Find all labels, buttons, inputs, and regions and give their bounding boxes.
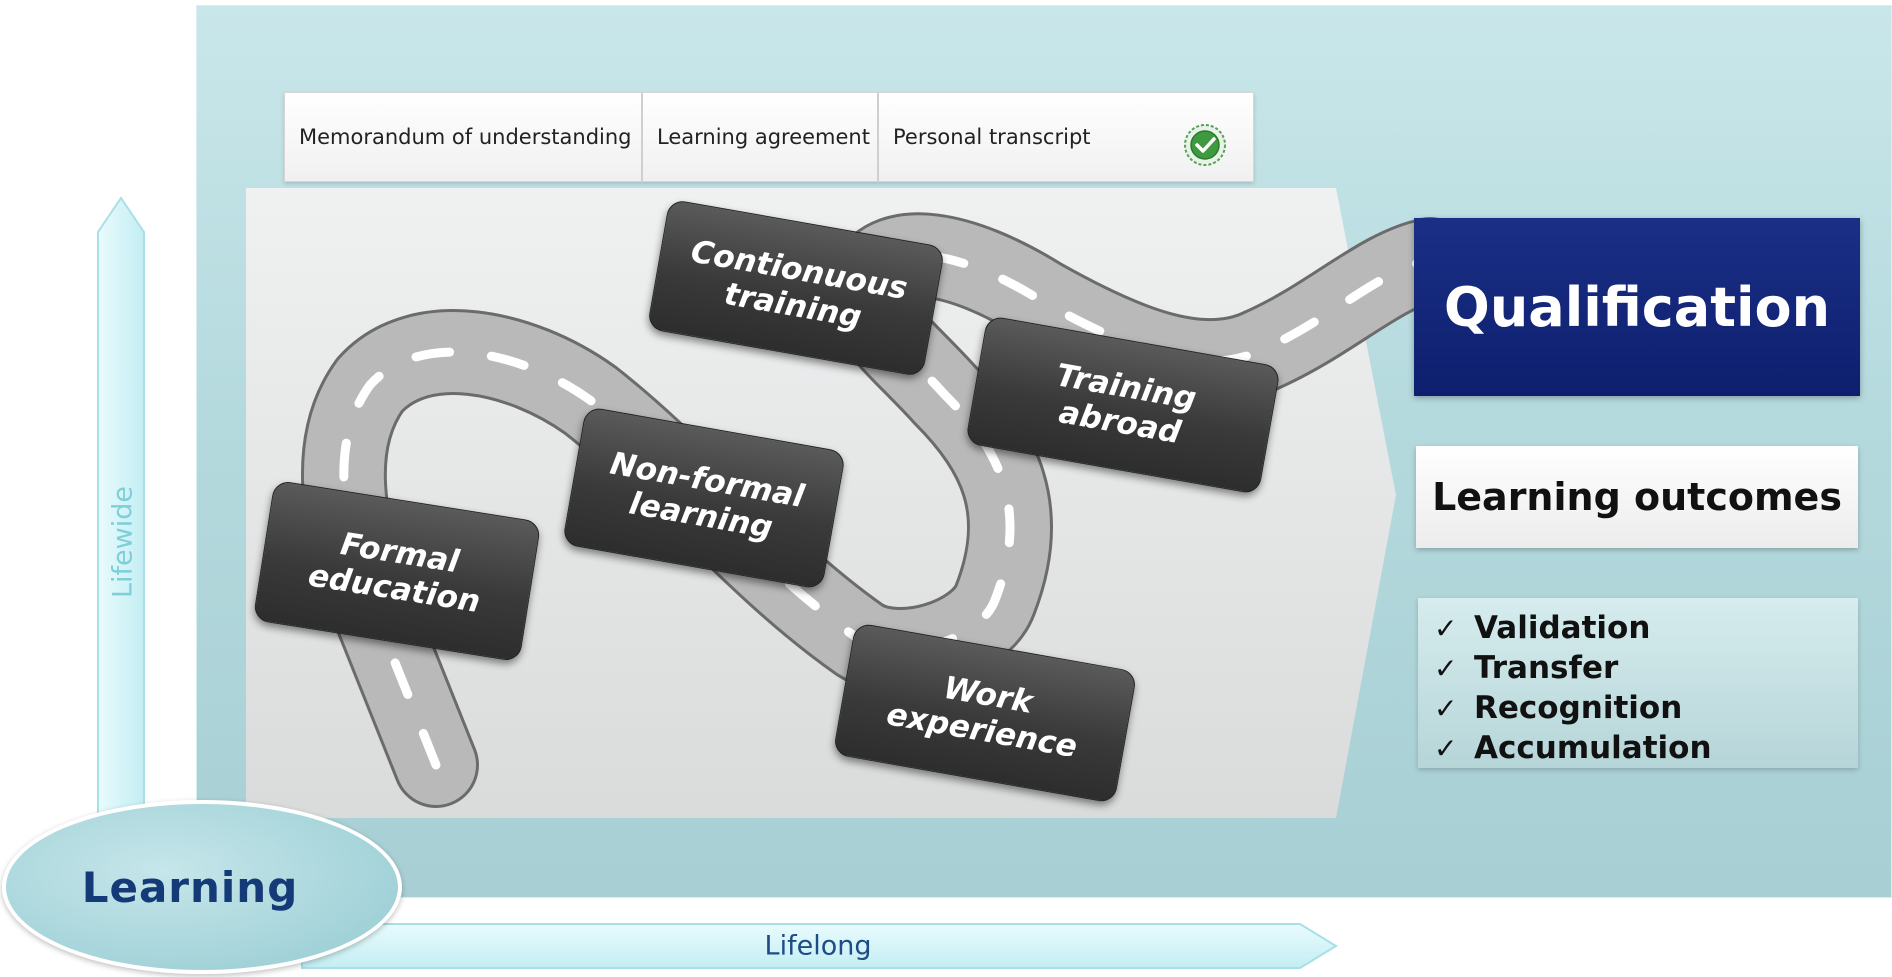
- checklist-item-transfer: ✓ Transfer: [1434, 648, 1858, 688]
- personal-transcript-tab: Personal transcript: [879, 93, 1253, 181]
- learning-outcomes-box: Learning outcomes: [1416, 446, 1858, 548]
- checklist-item-label: Validation: [1474, 610, 1651, 646]
- stop-label: Training abroad: [1053, 357, 1199, 452]
- personal-transcript-label: Personal transcript: [893, 125, 1091, 149]
- stop-label: Work experience: [883, 669, 1080, 766]
- checklist-item-recognition: ✓ Recognition: [1434, 688, 1858, 728]
- checklist-item-label: Recognition: [1474, 690, 1683, 726]
- checklist-item-label: Accumulation: [1474, 730, 1712, 766]
- memorandum-label: Memorandum of understanding: [299, 125, 632, 149]
- learning-origin-ellipse: Learning: [2, 800, 402, 974]
- learning-outcomes-label: Learning outcomes: [1432, 475, 1842, 519]
- lifewide-axis-label: Lifewide: [107, 486, 139, 598]
- stop-label: Contionuous training: [688, 233, 910, 336]
- document-tabs-strip: Memorandum of understanding Learning agr…: [284, 92, 1254, 182]
- green-checkmark-seal-icon: [1184, 124, 1226, 166]
- check-icon: ✓: [1434, 611, 1458, 645]
- checklist-item-label: Transfer: [1474, 650, 1619, 686]
- stop-label: Formal education: [305, 526, 483, 621]
- learning-label: Learning: [81, 862, 299, 912]
- qualification-box: Qualification: [1414, 218, 1860, 396]
- check-icon: ✓: [1434, 731, 1458, 765]
- lifelong-axis-label: Lifelong: [764, 930, 872, 962]
- qualification-label: Qualification: [1443, 275, 1831, 339]
- memorandum-tab: Memorandum of understanding: [285, 93, 643, 181]
- outcomes-checklist: ✓ Validation ✓ Transfer ✓ Recognition ✓ …: [1418, 598, 1858, 768]
- checklist-item-validation: ✓ Validation: [1434, 608, 1858, 648]
- lifewide-arrow: [97, 196, 145, 836]
- check-icon: ✓: [1434, 651, 1458, 685]
- check-icon: ✓: [1434, 691, 1458, 725]
- checklist-item-accumulation: ✓ Accumulation: [1434, 728, 1858, 768]
- learning-agreement-label: Learning agreement: [657, 125, 870, 149]
- stop-label: Non-formal learning: [607, 445, 807, 547]
- learning-agreement-tab: Learning agreement: [643, 93, 879, 181]
